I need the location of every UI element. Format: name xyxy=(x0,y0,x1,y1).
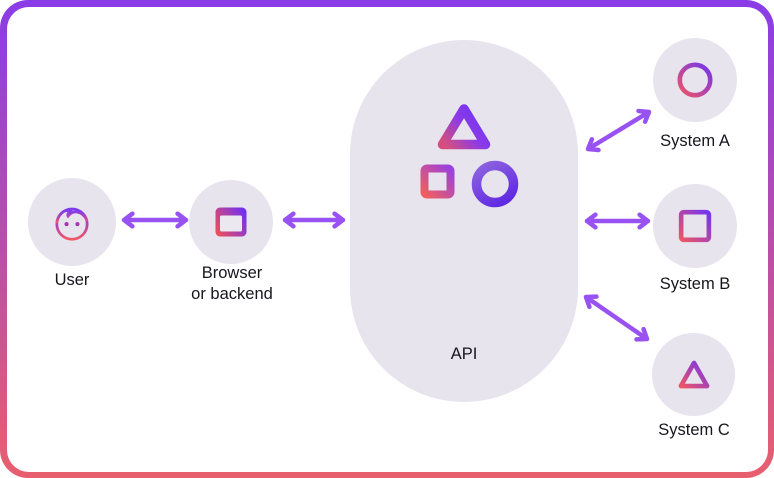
api-node: API xyxy=(350,40,578,402)
system-c-label: System C xyxy=(658,421,730,439)
browser-node xyxy=(189,180,273,264)
browser-window-icon xyxy=(215,207,247,237)
system-c-node xyxy=(652,333,735,416)
api-label: API xyxy=(450,345,478,363)
api-shapes xyxy=(420,104,519,208)
system-b-label: System B xyxy=(659,275,731,293)
browser-label-line2: or backend xyxy=(191,285,273,303)
circle-shape-icon xyxy=(471,160,519,208)
face-icon xyxy=(55,207,89,241)
browser-label-line1: Browser xyxy=(201,264,263,282)
browser-label: Browser or backend xyxy=(157,263,307,305)
system-b-node xyxy=(653,184,737,268)
system-a-label: System A xyxy=(660,132,730,150)
square-outline-icon xyxy=(678,209,712,243)
triangle-shape-icon xyxy=(437,104,491,150)
square-shape-icon xyxy=(420,164,455,199)
user-label: User xyxy=(54,271,90,289)
triangle-outline-icon xyxy=(678,360,709,388)
system-a-node xyxy=(653,38,737,122)
user-node xyxy=(28,178,116,266)
circle-outline-icon xyxy=(677,62,713,98)
